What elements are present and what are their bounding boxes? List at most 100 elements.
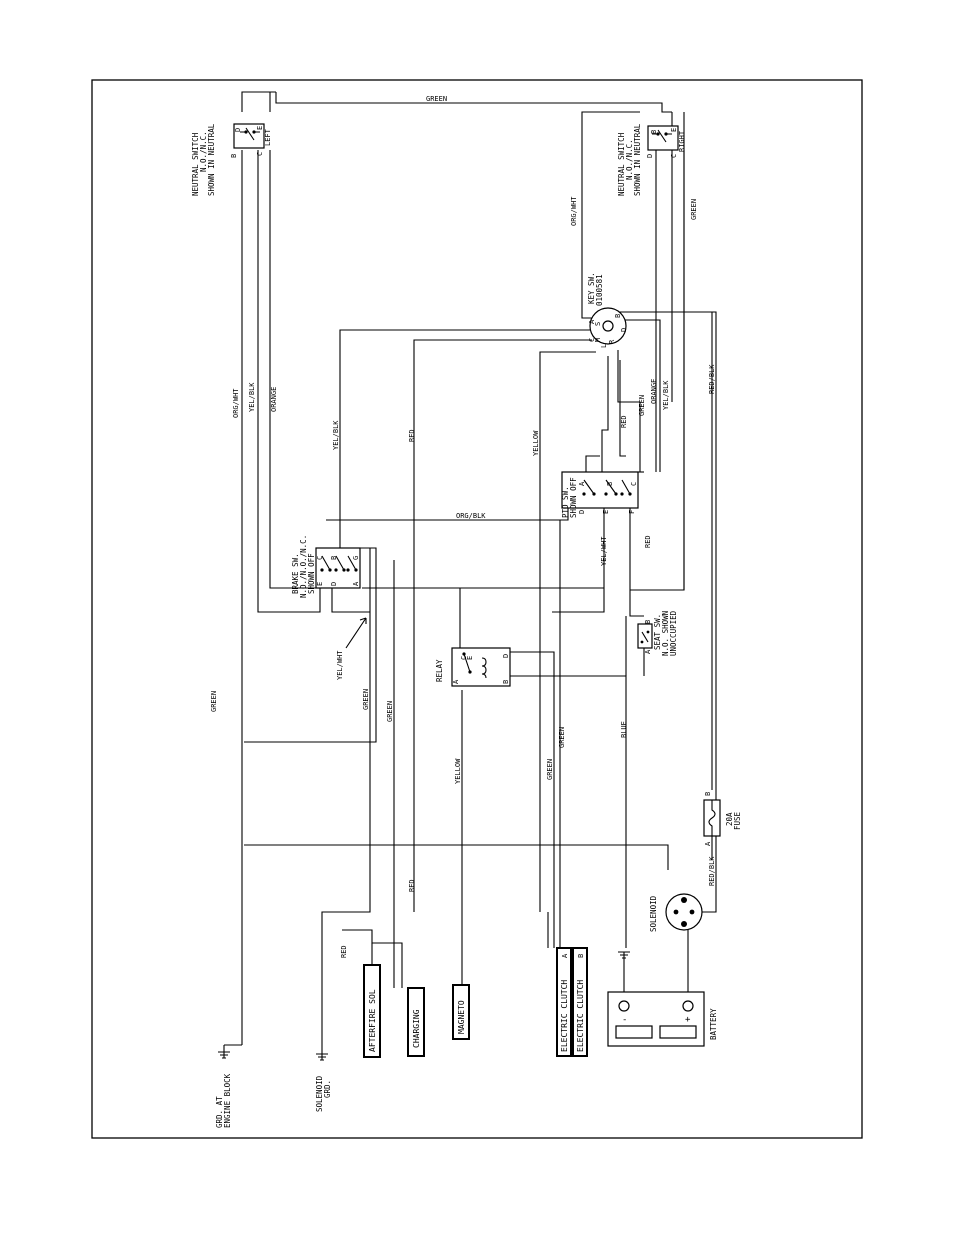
pto-pin-d: D [578, 510, 586, 514]
brake-pin-b: B [330, 556, 338, 560]
magneto-label: MAGNETO [457, 1000, 466, 1034]
neutral-right-pin-d: D [646, 154, 654, 158]
neutral-right-side: RIGHT [678, 130, 686, 152]
key-pin-r: R [608, 339, 616, 344]
afterfire-label: AFTERFIRE SOL [368, 989, 377, 1052]
relay-pin-c: C [460, 656, 468, 660]
neutral-right-pin-e: E [670, 128, 678, 132]
fuse-label: FUSE [733, 811, 742, 830]
wire-label-red-afterfire: RED [340, 945, 348, 958]
electric-clutch-b-label: ELECTRIC CLUTCH [576, 980, 585, 1052]
neutral-right-pin-b: B [650, 130, 658, 134]
fuse: B A 20A FUSE [703, 792, 742, 846]
battery: - + BATTERY [607, 991, 718, 1047]
key-pin-d: D [620, 328, 628, 332]
key-switch-part: 0100581 [595, 274, 604, 306]
pto-pin-e: E [602, 510, 610, 514]
brake-title: BRAKE SW. [291, 553, 300, 594]
seat-shown: UNOCCUPIED [669, 610, 678, 656]
key-pin-c: C [588, 338, 596, 342]
wire-label-orange-right: ORANGE [650, 379, 658, 404]
pto-pin-b: B [606, 482, 614, 486]
neutral-left-state: N.O./N.C. [199, 131, 208, 172]
solenoid-title: SOLENOID [649, 895, 658, 932]
wire-label-green-clutch-a: GREEN [546, 759, 554, 780]
electric-clutch-a-label: ELECTRIC CLUTCH [560, 980, 569, 1052]
relay-pin-a: A [452, 679, 460, 684]
key-pin-l: L [600, 344, 608, 348]
pto-switch: PTO SW. SHOWN OFF A B C D E F [561, 471, 639, 518]
wire-label-green-engine: GREEN [210, 691, 218, 712]
neutral-right-pin-c: C [670, 154, 678, 158]
fuse-pin-a: A [704, 841, 712, 846]
brake-pin-a: A [352, 581, 360, 586]
electric-clutch-b: ELECTRIC CLUTCH B [572, 947, 588, 1057]
key-switch-title: KEY SW. [587, 272, 596, 304]
brake-pin-d: D [330, 582, 338, 586]
ground-solenoid-symbol [316, 1048, 328, 1061]
seat-title: SEAT SW. [653, 614, 662, 650]
key-pin-m: M [594, 338, 602, 342]
neutral-switch-left: B D C E LEFT NEUTRAL SWITCH N.O./N.C. SH… [191, 123, 272, 196]
ground-engine-line2: ENGINE BLOCK [223, 1073, 232, 1128]
wire-label-red-pto: RED [644, 535, 652, 548]
seat-state: N.O. SHOWN [661, 611, 670, 656]
wire-label-yel-blk-right: YEL/BLK [662, 380, 670, 410]
wire-label-green-right: GREEN [690, 199, 698, 220]
wire-label-red-blk-fuse: RED/BLK [708, 364, 716, 394]
wire-label-red-key: RED [620, 415, 628, 428]
wire-label-green-brake-b: GREEN [386, 701, 394, 722]
electric-clutch-a-pin: A [561, 953, 569, 958]
key-switch: KEY SW. 0100581 A S B C M L R D [587, 272, 628, 348]
wire-label-org-wht-left: ORG/WHT [232, 388, 240, 418]
relay-pin-d: D [502, 654, 510, 658]
yel-wht-arrow [345, 617, 367, 649]
wire-label-green-brake-a: GREEN [362, 689, 370, 710]
relay-pin-b: B [502, 680, 510, 684]
electric-clutch-b-pin: B [577, 954, 585, 958]
neutral-left-pin-c: C [256, 152, 264, 156]
pto-title: PTO SW. [561, 486, 570, 518]
pto-pin-f: F [628, 510, 636, 514]
neutral-left-shown: SHOWN IN NEUTRAL [207, 123, 216, 196]
neutral-left-pin-e: E [256, 126, 264, 130]
ground-engine-line1: GRD. AT [215, 1096, 224, 1128]
seat-pin-b: B [644, 620, 652, 624]
wire-label-red-charging: RED [408, 879, 416, 892]
wire-label-yellow-top: YELLOW [532, 430, 540, 456]
afterfire-sol: AFTERFIRE SOL [363, 964, 381, 1058]
wires [241, 91, 717, 1048]
brake-switch: BRAKE SW. N.O./N.O./N.C. SHOWN OFF C B G… [291, 535, 361, 598]
ground-engine-symbol [218, 1044, 242, 1059]
key-pin-a: A [588, 319, 596, 324]
wire-label-yel-blk-left: YEL/BLK [248, 382, 256, 412]
wire-label-green-key: GREEN [638, 395, 646, 416]
wire-label-org-wht-right: ORG/WHT [570, 196, 578, 226]
wire-label-green-clutch-b: GREEN [558, 727, 566, 748]
pto-pin-c: C [630, 482, 638, 486]
relay-pin-e: E [466, 656, 474, 660]
diagram-border [91, 79, 863, 1139]
ground-battery-symbol [618, 951, 630, 960]
wire-label-org-blk: ORG/BLK [456, 512, 486, 520]
ground-solenoid-line1: SOLENOID [315, 1075, 324, 1112]
neutral-right-shown: SHOWN IN NEUTRAL [633, 123, 642, 196]
wire-label-orange-left: ORANGE [270, 387, 278, 412]
solenoid: SOLENOID [649, 893, 703, 932]
wire-labels: GREEN GREEN GREEN GREEN GREEN GREEN GREE… [210, 95, 716, 958]
wire-label-yel-wht-brake: YEL/WHT [336, 650, 344, 680]
charging: CHARGING [407, 987, 425, 1057]
seat-switch: A B SEAT SW. N.O. SHOWN UNOCCUPIED [637, 610, 678, 656]
brake-pin-c: C [316, 556, 324, 560]
wire-label-red-blk-sol: RED/BLK [708, 856, 716, 886]
relay: RELAY C E D A B [435, 647, 511, 687]
battery-neg: - [622, 1015, 627, 1025]
pto-shown: SHOWN OFF [569, 477, 578, 518]
fuse-rating: 20A [725, 812, 734, 826]
charging-label: CHARGING [412, 1009, 421, 1048]
wire-label-yellow-magneto: YELLOW [454, 758, 462, 784]
wire-label-yel-wht-pto: YEL/WHT [600, 536, 608, 566]
neutral-right-state: N.O./N.C. [625, 139, 634, 180]
brake-pin-e: E [316, 582, 324, 586]
